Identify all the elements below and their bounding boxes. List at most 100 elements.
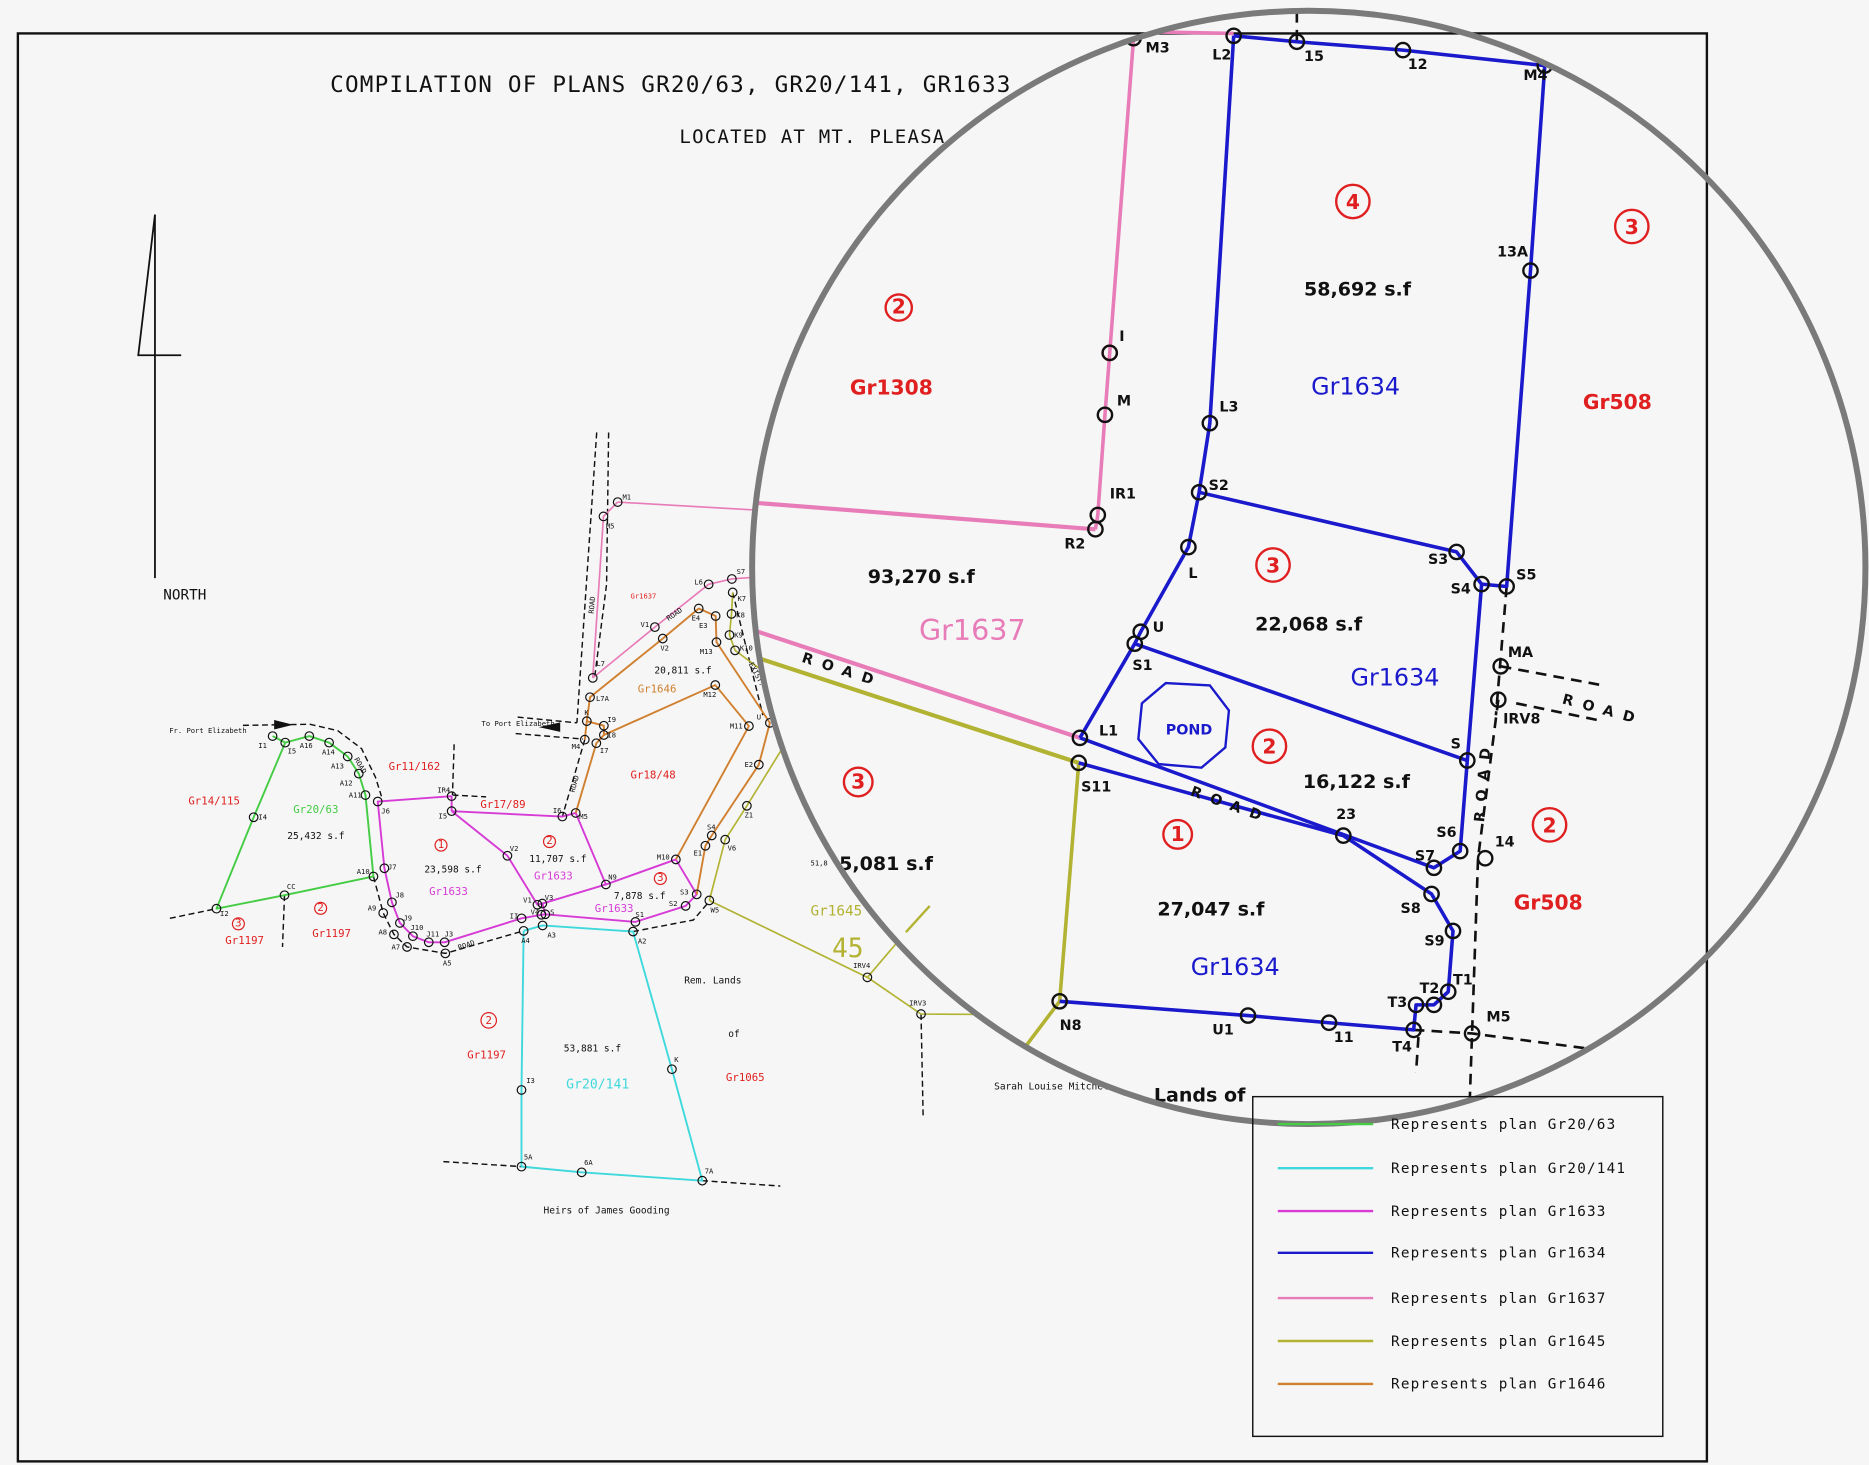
survey-point-label: W5 (711, 905, 720, 914)
survey-marker-icon (387, 897, 397, 908)
survey-marker-icon (587, 673, 598, 683)
survey-point-label: II (510, 911, 519, 920)
parcel-boundary-gr1634 (1134, 642, 1468, 763)
survey-point-label: IRV8 (1503, 712, 1540, 728)
survey-marker-icon (579, 734, 590, 745)
survey-point-label: A4 (521, 936, 530, 945)
legend-label: Represents plan Gr1633 (1391, 1204, 1607, 1220)
survey-marker-icon (598, 730, 609, 740)
survey-point-label: L1 (1099, 723, 1118, 739)
survey-marker-icon (1473, 575, 1490, 593)
parcel-boundary-gr1637 (757, 629, 1081, 740)
label-fr_pe: Fr. Port Elizabeth (169, 726, 246, 735)
legend-box (1252, 1095, 1664, 1438)
survey-point-label: S (550, 907, 554, 916)
survey-point-label: J3 (445, 929, 454, 938)
survey-point-label: M5 (579, 812, 588, 821)
survey-point-label: S9 (1424, 933, 1444, 949)
lot-number: 2 (892, 294, 906, 318)
survey-marker-icon (536, 909, 547, 920)
survey-point-label: K7 (737, 594, 746, 603)
survey-marker-icon (402, 942, 412, 952)
survey-point-label: S (1451, 737, 1461, 753)
survey-point-label: M1 (622, 493, 631, 502)
label-gr18_48: Gr18/48 (631, 768, 676, 781)
survey-point-label: 23 (1336, 807, 1356, 823)
survey-point-label: T1 (1453, 973, 1473, 989)
survey-marker-icon (628, 926, 638, 937)
survey-marker-icon (280, 737, 291, 748)
legend-label: Represents plan Gr20/63 (1391, 1117, 1616, 1133)
survey-marker-icon (1458, 752, 1476, 769)
survey-point-label: J11 (426, 929, 439, 938)
lot-number: 3 (1266, 554, 1280, 578)
survey-point-label: M (1117, 393, 1131, 409)
survey-point-label: L7A (596, 694, 610, 703)
label-sf_23598: 23,598 s.f (424, 865, 481, 876)
survey-marker-icon (916, 1009, 926, 1019)
survey-point-label: 12 (1408, 57, 1428, 73)
lot-number-circle (314, 901, 328, 915)
road-boundary (515, 732, 583, 740)
survey-marker-icon (248, 812, 259, 823)
survey-marker-icon (408, 931, 418, 942)
survey-marker-icon (1101, 344, 1119, 362)
label-gr20_141: Gr20/141 (566, 1077, 629, 1092)
survey-marker-icon (502, 850, 513, 861)
label-sf_27047: 27,047 s.f (1157, 898, 1265, 920)
survey-point-label: U (1153, 620, 1165, 636)
survey-point-label: IRV3 (909, 999, 926, 1008)
survey-point-label: V2 (660, 643, 669, 652)
lot-number-circle (1531, 806, 1568, 843)
survey-point-label: J9 (403, 914, 412, 923)
parcel-boundary-gr1637 (592, 576, 759, 679)
survey-point-label: A9 (368, 904, 377, 913)
survey-marker-icon (516, 1161, 527, 1172)
road-boundary (452, 794, 487, 798)
survey-marker-icon (667, 1064, 677, 1075)
parcel-boundary-gr20-63 (272, 735, 286, 744)
lot-number-circle (434, 838, 448, 852)
survey-marker-icon (395, 918, 405, 928)
survey-marker-icon (1425, 859, 1443, 877)
lot-number-circle (1251, 728, 1288, 765)
survey-point-label: N8 (1060, 1018, 1082, 1034)
legend-label: Represents plan Gr1645 (1391, 1334, 1607, 1350)
survey-point-label: V2 (510, 844, 519, 853)
parcel-boundary-gr1645 (708, 899, 985, 1016)
survey-point-label: M13 (700, 647, 713, 656)
survey-point-label: S3 (680, 887, 689, 896)
survey-marker-icon (649, 622, 660, 633)
survey-point-label: I4 (258, 813, 267, 822)
survey-point-label: L7 (596, 659, 605, 668)
survey-marker-icon (1405, 1021, 1423, 1039)
survey-marker-icon (446, 791, 457, 802)
survey-marker-icon (518, 925, 529, 936)
survey-point-label: S11 (1081, 780, 1111, 796)
survey-marker-icon (1451, 842, 1469, 860)
survey-point-label: K8 (736, 610, 745, 619)
label-sf_53881: 53,881 s.f (564, 1043, 621, 1054)
survey-marker-icon (1288, 33, 1306, 51)
parcel-boundary-gr1634 (1079, 583, 1484, 870)
survey-marker-icon (1096, 406, 1114, 424)
label-gr508b: Gr508 (1514, 891, 1583, 915)
survey-marker-icon (439, 937, 450, 948)
survey-marker-icon (1190, 483, 1208, 501)
lot-number-circle (542, 835, 557, 849)
lot-number-circle (842, 766, 874, 798)
label-gr1197c: Gr1197 (467, 1049, 506, 1062)
survey-point-label: IR4 (437, 786, 450, 795)
survey-point-label: K (584, 708, 589, 717)
label-gr1633a: Gr1633 (429, 885, 468, 898)
survey-point-label: M4 (572, 742, 581, 751)
survey-point-label: 15 (1304, 49, 1324, 65)
survey-marker-icon (1087, 520, 1104, 538)
lot-number-circle (1162, 818, 1194, 850)
road-boundary (1468, 699, 1500, 1103)
label-gr1634b: Gr1634 (1350, 663, 1439, 691)
survey-point-label: I7 (600, 746, 609, 755)
